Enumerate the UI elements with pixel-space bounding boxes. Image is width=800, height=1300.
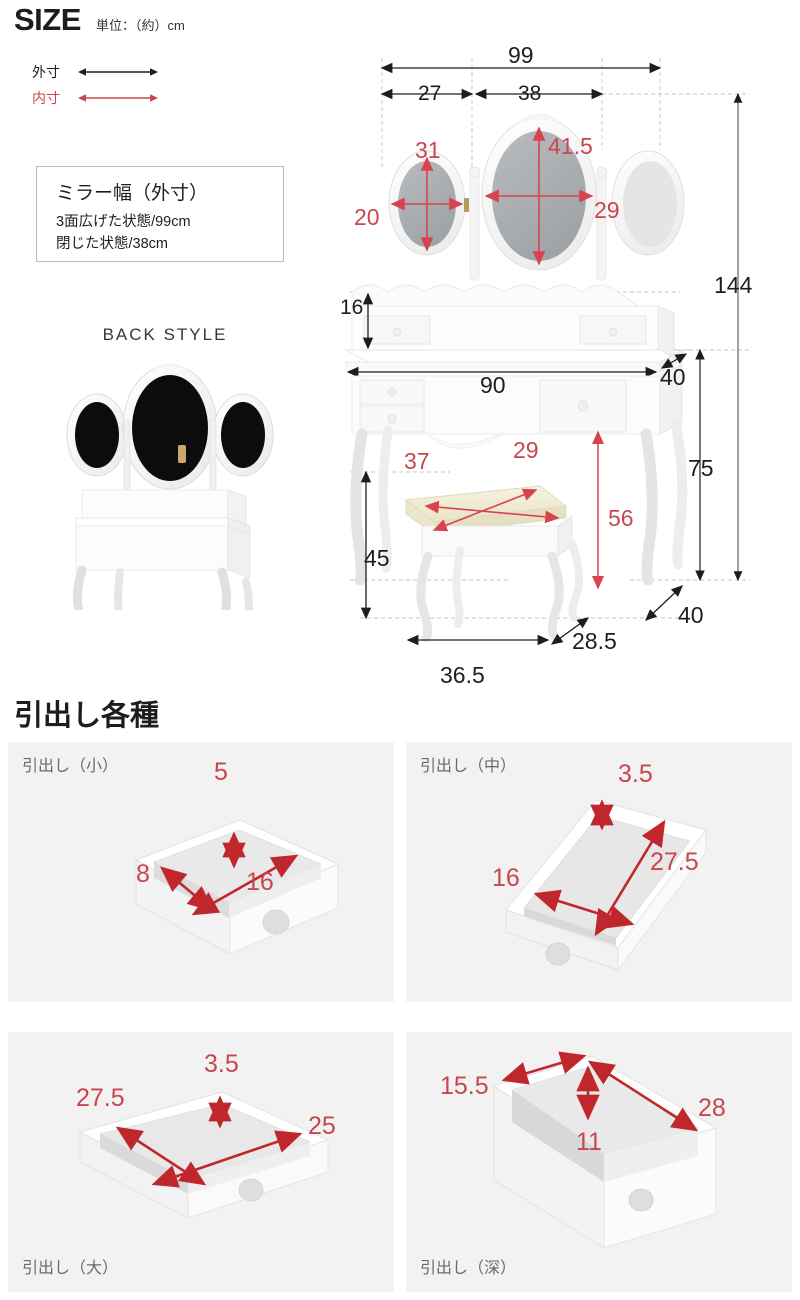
drawer-large-dim-a: 3.5 (204, 1050, 239, 1078)
dim-stool-seat-width: 37 (404, 448, 430, 474)
drawer-deep-dim-a: 15.5 (440, 1072, 489, 1100)
dim-total-height: 144 (714, 272, 753, 298)
dim-center-mirror-height: 41.5 (548, 133, 593, 159)
dim-stool-seat-depth: 29 (513, 437, 539, 463)
drawer-panel-medium-label: 引出し（中） (420, 758, 517, 775)
drawer-small-dim-a: 5 (214, 758, 228, 786)
drawer-medium-dim-c: 27.5 (650, 848, 699, 876)
mirror-width-open: 3面広げた状態/99cm (56, 214, 191, 230)
back-style-illustration (40, 350, 300, 610)
drawer-panel-small-label: 引出し（小） (22, 758, 119, 775)
dim-desk-depth-bottom: 40 (678, 602, 704, 628)
dim-side-span: 27 (418, 82, 442, 105)
dim-center-span: 38 (518, 82, 542, 105)
legend-inner-arrow (78, 93, 158, 103)
dim-stool-base-width: 36.5 (440, 662, 485, 688)
drawer-large-illustration (78, 1091, 330, 1219)
drawer-large-dim-c: 25 (308, 1112, 336, 1140)
drawer-medium-dim-b: 16 (492, 864, 520, 892)
drawer-large-dim-b: 27.5 (76, 1084, 125, 1112)
drawer-small-dim-c: 16 (246, 868, 274, 896)
dim-desk-depth-top: 40 (660, 364, 686, 390)
mirror-width-box: ミラー幅（外寸） 3面広げた状態/99cm 閉じた状態/38cm (36, 166, 284, 262)
legend-outer-label: 外寸 (32, 64, 60, 80)
drawer-small-dim-b: 8 (136, 860, 150, 888)
legend-outer: 外寸 (32, 62, 158, 82)
mirror-width-title: ミラー幅（外寸） (56, 183, 209, 204)
drawer-panel-deep-label: 引出し（深） (420, 1260, 517, 1277)
dim-knee-clearance: 56 (608, 505, 634, 531)
drawer-deep-illustration (492, 1051, 718, 1249)
drawer-panel-large-label: 引出し（大） (22, 1260, 119, 1277)
drawer-medium-illustration (505, 799, 707, 972)
drawer-panel-deep: 引出し（深） 15.5 11 28 (406, 1032, 792, 1292)
back-style-title: BACK STYLE (102, 325, 228, 344)
drawer-deep-dim-c: 28 (698, 1094, 726, 1122)
dim-side-mirror-height: 31 (415, 137, 441, 163)
drawers-heading: 引出し各種 (14, 700, 160, 732)
drawer-small-illustration (134, 819, 340, 955)
dim-desk-height: 75 (688, 455, 714, 481)
legend-outer-arrow (78, 67, 158, 77)
dim-desk-width: 90 (480, 372, 506, 398)
legend-inner-label: 内寸 (32, 90, 60, 106)
dim-side-mirror-width: 20 (354, 204, 380, 230)
dim-center-mirror-width: 29 (594, 197, 620, 223)
main-dimension-diagram (330, 20, 800, 680)
dim-hutch-height: 16 (340, 296, 364, 319)
unit-note: 単位：（約）cm (96, 18, 185, 33)
dim-stool-height: 45 (364, 545, 390, 571)
page-title: SIZE (14, 2, 81, 37)
dim-stool-base-depth: 28.5 (572, 628, 617, 654)
mirror-width-closed: 閉じた状態/38cm (56, 236, 168, 252)
legend-inner: 内寸 (32, 88, 158, 108)
drawer-panel-large: 引出し（大） 3.5 27.5 25 (8, 1032, 394, 1292)
drawer-medium-dim-a: 3.5 (618, 760, 653, 788)
drawer-deep-dim-b: 11 (576, 1128, 602, 1156)
drawer-panel-small: 引出し（小） 5 8 (8, 742, 394, 1002)
drawer-panel-medium: 引出し（中） 3.5 16 27.5 (406, 742, 792, 1002)
dim-total-width: 99 (508, 42, 534, 68)
